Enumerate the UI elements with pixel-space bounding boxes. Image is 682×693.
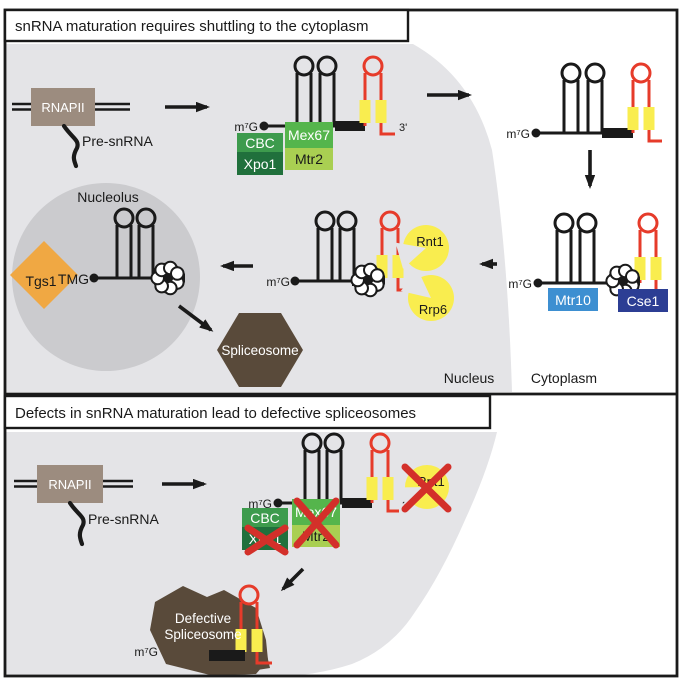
cbc-label: CBC [245,135,275,151]
tgs1-diamond [10,241,78,309]
m7g-cap-label: m⁷G [248,497,272,511]
bottom-panel: RNAPII Pre-snRNA m⁷G 3' CBC Xpo1 Mex67 M… [14,432,452,676]
nucleolar-snrnp: Tgs1 TMG [10,207,186,309]
snrna-hairpin [584,62,606,135]
snrna-3prime-tail [647,133,662,143]
rnapii-label: RNAPII [48,477,91,492]
spliceosome-label: Spliceosome [221,343,298,358]
defective-label-line1: Defective [175,611,231,626]
cbc-box [242,508,288,527]
m7g-cap-label: m⁷G [506,127,530,141]
rnapii-transcription-bottom: RNAPII Pre-snRNA [14,465,159,547]
mex67-mtr2-cross [293,497,340,549]
rnt1-mouth [395,242,426,269]
rnt1-label: Rnt1 [416,234,443,249]
snrna-hairpin [576,212,598,285]
m7g-cap-label: m⁷G [508,277,532,291]
pre-snrna-label: Pre-snRNA [88,511,159,527]
mex67-box [285,122,333,148]
snrna-3prime-tail [386,503,399,513]
rrp6-mouth [400,269,431,298]
rnt1-enzyme-crossed: Rnt1 [397,463,452,513]
defective-label-line2: Spliceosome [164,627,241,642]
rnapii-label: RNAPII [41,100,84,115]
snrna-3prime-extension [626,62,656,135]
rrp6-enzyme: Rrp6 [400,269,454,321]
snrna-hairpin [560,62,582,135]
xpo1-cross [244,524,289,556]
cytoplasm-label: Cytoplasm [531,370,597,386]
xpo1-label: Xpo1 [244,156,277,172]
rrp6-label: Rrp6 [419,302,447,317]
nucleus-label: Nucleus [444,370,495,386]
spliceosome: Spliceosome [217,313,303,387]
top-panel-title-box: snRNA maturation requires shuttling to t… [3,8,410,43]
rnt1-enzyme: Rnt1 [395,225,449,271]
cytoplasmic-snrna: m⁷G [506,62,662,143]
mtr10-box [548,288,598,311]
m7g-cap-label: m⁷G [266,275,290,289]
cse1-label: Cse1 [627,293,660,309]
top-panel-title: snRNA maturation requires shuttling to t… [15,18,369,35]
cse1-box [618,289,668,312]
spliceosome-hexagon [217,313,303,387]
defective-export-complex: m⁷G 3' CBC Xpo1 Mex67 Mtr2 [242,432,452,556]
rnapii-box [37,465,103,503]
arrow-to-spliceosome [177,304,214,332]
sm-site-box [342,498,372,508]
tmg-cap-label: TMG [58,271,89,287]
sm-site-box [602,128,633,138]
export-complex-top: m⁷G 3' CBC Xpo1 Mex67 Mtr2 [234,55,407,175]
rnapii-transcription-top: RNAPII Pre-snRNA [12,88,153,169]
sm-site-box [209,650,245,661]
arrow-to-defective-spliceosome [280,567,305,592]
m7g-cap-label: m⁷G [134,645,158,659]
mex67-label: Mex67 [288,127,330,143]
nucleolus-label: Nucleolus [77,189,138,205]
m7g-cap-label: m⁷G [234,120,258,134]
rnapii-box [31,88,95,126]
pre-snrna-label: Pre-snRNA [82,133,153,149]
import-complex: m⁷G Mtr10 Cse1 [508,212,668,312]
three-prime-label: 3' [399,122,407,134]
bottom-panel-title-box: Defects in snRNA maturation lead to defe… [3,394,492,430]
mtr2-box [285,148,333,170]
trimming-snrnp: m⁷G Rnt1 Rrp6 [266,210,454,321]
mtr2-label: Mtr2 [295,151,323,167]
snrna-3prime-extension [633,212,663,285]
pre-snrna-strand [67,500,86,547]
snrna-3prime-tail [255,655,272,665]
snrna-hairpin [553,212,575,285]
xpo1-box [237,152,283,175]
top-panel: Nucleolus RNAPII Pre-snRNA m⁷G 3' CBC Xp [10,55,668,387]
tgs1-label: Tgs1 [25,273,56,289]
snrna-3prime-tail [379,126,395,136]
pre-snrna-strand [61,123,80,169]
sm-site-box [335,121,365,131]
defective-spliceosome: m⁷G Defective Spliceosome [134,584,272,676]
cbc-box [237,133,283,152]
mtr10-label: Mtr10 [555,292,591,308]
cbc-label: CBC [250,510,280,526]
rnt1-cross [401,463,452,513]
bottom-panel-title: Defects in snRNA maturation lead to defe… [15,405,416,422]
